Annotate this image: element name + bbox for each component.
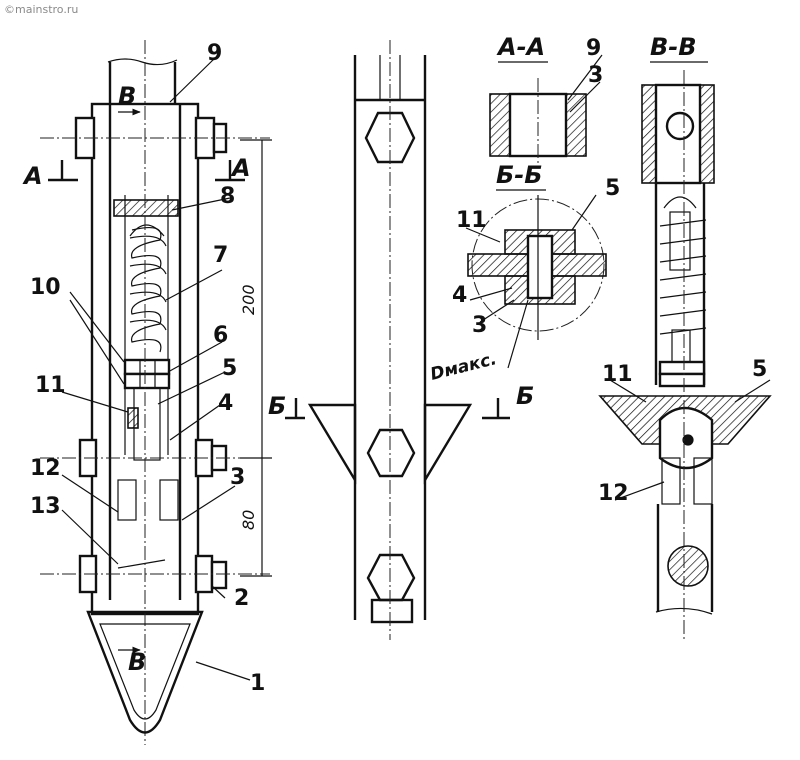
section-b-b: [465, 189, 607, 369]
label-7: 7: [213, 243, 228, 268]
part-labels: 9 8 7 6 5 4 3 2 1 10 11 12 13 9 3 11 5 4…: [30, 36, 767, 696]
leaders-front: [61, 57, 251, 681]
label-9: 9: [207, 41, 222, 66]
label-2: 2: [234, 586, 249, 611]
mark-a-right: А: [230, 154, 251, 182]
side-view: [285, 40, 510, 640]
label-4: 4: [218, 391, 233, 416]
dimension-dmax: Dмакс.: [428, 349, 498, 385]
label-10: 10: [30, 275, 61, 300]
dimension-200: 200: [239, 284, 258, 315]
mark-a-left: А: [22, 162, 43, 190]
mark-v-bottom: В: [128, 648, 146, 676]
section-a-a: [489, 54, 603, 168]
front-view: [40, 40, 272, 745]
mark-b-left: Б: [268, 392, 286, 420]
title-section-a-a: А-А: [496, 33, 545, 61]
dimension-80: 80: [239, 510, 258, 530]
title-section-v-v: В-В: [650, 33, 697, 61]
label-bb-3: 3: [472, 313, 487, 338]
label-6: 6: [213, 323, 228, 348]
label-vv-11: 11: [602, 362, 633, 387]
label-bb-11: 11: [456, 208, 487, 233]
label-aa-3: 3: [588, 63, 603, 88]
label-1: 1: [250, 671, 265, 696]
watermark: ©mainstro.ru: [4, 3, 78, 16]
label-bb-5: 5: [605, 176, 620, 201]
label-3: 3: [230, 465, 245, 490]
label-13: 13: [30, 494, 61, 519]
section-labels: А-А Б-Б В-В А А Б Б В В: [22, 33, 697, 676]
mark-v-top: В: [118, 82, 136, 110]
label-aa-9: 9: [586, 36, 601, 61]
title-section-b-b: Б-Б: [496, 161, 543, 189]
label-11: 11: [35, 373, 66, 398]
label-vv-12: 12: [598, 481, 629, 506]
label-8: 8: [220, 184, 235, 209]
label-vv-5: 5: [752, 357, 767, 382]
section-v-v: [598, 61, 772, 640]
label-5: 5: [222, 356, 237, 381]
label-bb-4: 4: [452, 283, 467, 308]
label-12: 12: [30, 456, 61, 481]
mark-b-right: Б: [516, 382, 534, 410]
